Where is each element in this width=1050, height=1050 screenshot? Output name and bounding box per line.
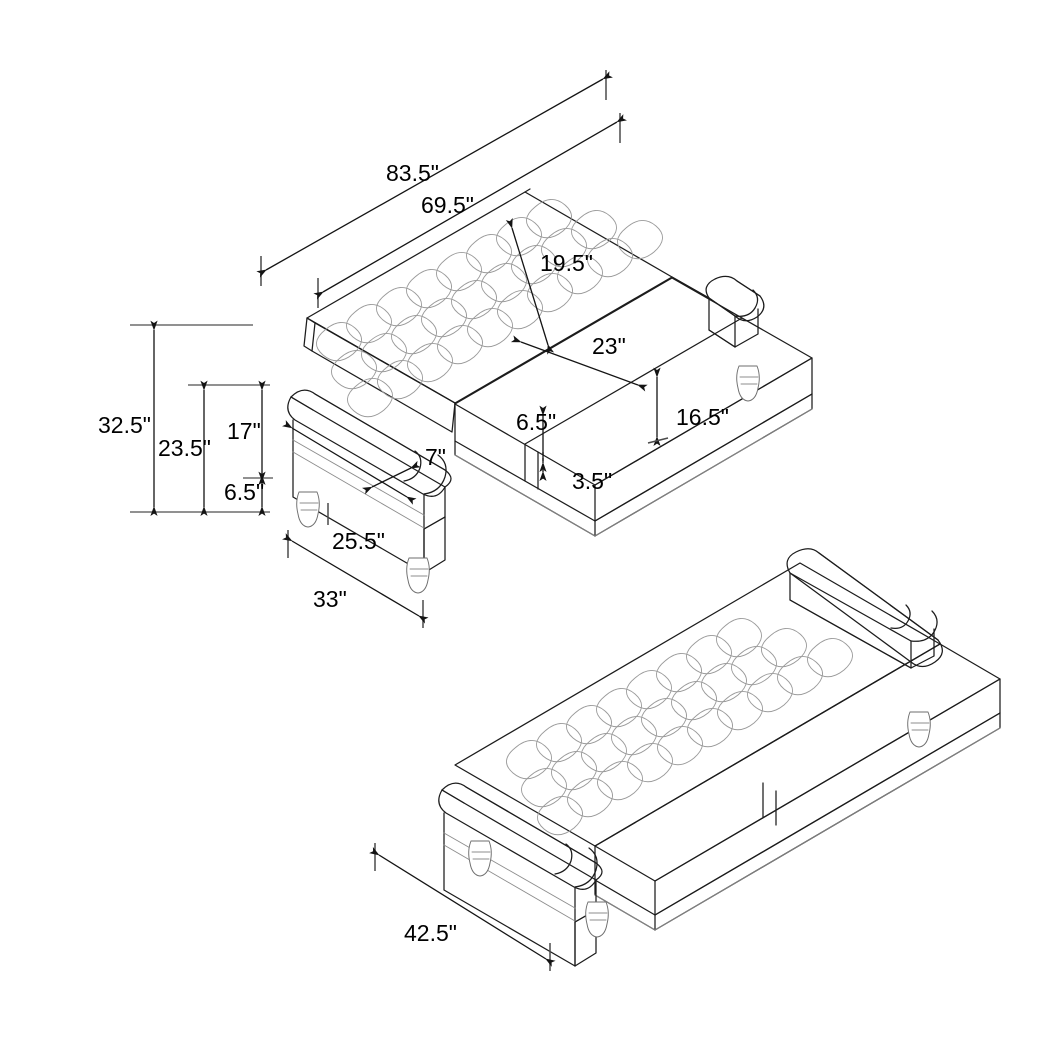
dim-label-back-height: 19.5" bbox=[540, 250, 593, 276]
backrest bbox=[303, 188, 710, 433]
dim-label-arm-height: 23.5" bbox=[158, 435, 211, 461]
leg-front-left bbox=[296, 491, 320, 528]
dim-leg-height bbox=[243, 471, 273, 516]
folded-back-panel bbox=[454, 562, 941, 847]
dim-inner-width bbox=[313, 113, 627, 308]
bed-left-rolled-arm bbox=[438, 782, 603, 967]
dim-label-arm-width: 7" bbox=[425, 444, 446, 470]
flat-bed-view bbox=[438, 548, 1001, 967]
dim-label-cushion-thickness: 6.5" bbox=[516, 409, 556, 435]
dim-arm-height bbox=[188, 380, 270, 516]
dim-label-seat-height: 16.5" bbox=[676, 404, 729, 430]
dim-label-overall-depth: 33" bbox=[313, 586, 347, 612]
dim-seat-height bbox=[647, 367, 669, 446]
bed-leg-front-left bbox=[468, 840, 492, 877]
dim-label-frame-rail: 3.5" bbox=[572, 468, 612, 494]
bed-leg-back-right bbox=[907, 711, 931, 748]
sofa-legs bbox=[296, 365, 760, 594]
dim-overall-depth bbox=[282, 530, 429, 628]
dim-overall-height bbox=[130, 320, 270, 516]
bed-leg-front-right bbox=[585, 901, 609, 938]
dim-label-overall-height: 32.5" bbox=[98, 412, 151, 438]
dim-label-seat-depth-plan: 25.5" bbox=[332, 528, 385, 554]
dim-label-seat-to-arm: 17" bbox=[227, 418, 261, 444]
dim-bed-depth bbox=[369, 843, 556, 971]
leg-back-right bbox=[736, 365, 760, 402]
leg-front-right bbox=[406, 557, 430, 594]
dim-label-leg-height: 6.5" bbox=[224, 479, 264, 505]
right-rolled-arm bbox=[671, 275, 765, 348]
flat-seat-panel bbox=[594, 643, 1001, 931]
dim-label-seat-depth: 23" bbox=[592, 333, 626, 359]
seat-platform bbox=[454, 277, 813, 537]
dim-seat-depth-plan bbox=[282, 420, 417, 525]
dim-label-overall-width: 83.5" bbox=[386, 160, 439, 186]
dim-back-height bbox=[505, 217, 555, 355]
dim-seat-depth bbox=[510, 335, 648, 392]
dim-label-bed-depth: 42.5" bbox=[404, 920, 457, 946]
bed-right-rolled-arm bbox=[786, 548, 943, 669]
dim-label-inner-width: 69.5" bbox=[421, 192, 474, 218]
